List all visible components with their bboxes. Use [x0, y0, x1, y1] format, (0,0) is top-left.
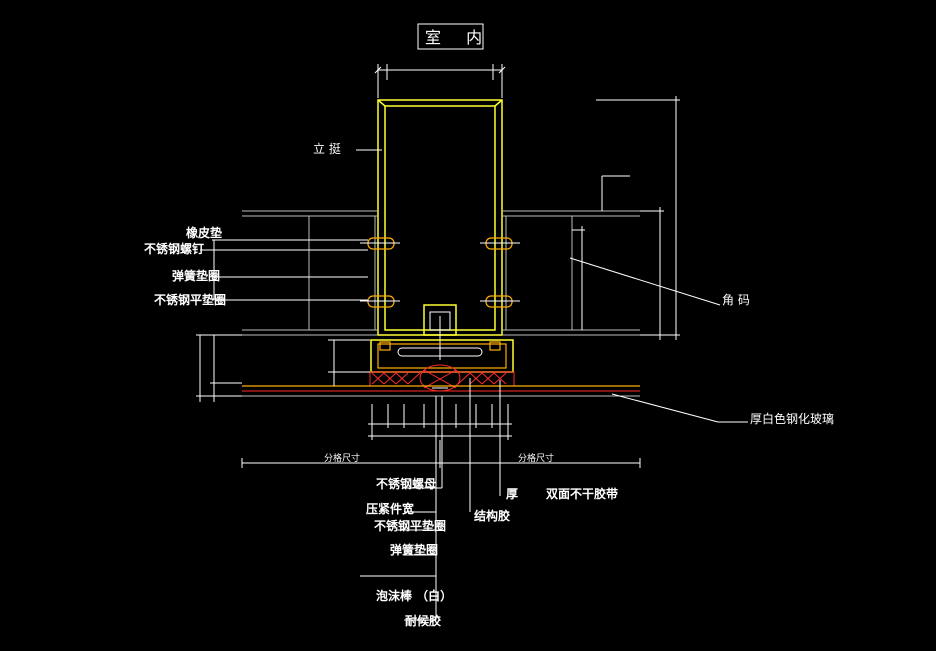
- glass-label: 厚白色钢化玻璃: [750, 411, 834, 426]
- spring-washer-label: 弹簧垫圈: [172, 268, 220, 283]
- grid-dimension-right: 分格尺寸: [518, 452, 554, 464]
- title-text: 室 内: [425, 28, 492, 47]
- leader-lines: [200, 149, 748, 621]
- ss-flat-washer-label: 不锈钢平垫圈: [154, 292, 226, 307]
- mullion-width-dimension: [374, 64, 506, 98]
- glass-panes: [242, 385, 640, 397]
- pressure-plate-label: 压紧件宽: [366, 501, 414, 516]
- ss-flat-washer-2-label: 不锈钢平垫圈: [374, 518, 446, 533]
- double-tape-label: 双面不干胶带: [546, 486, 618, 501]
- structural-sealant-label: 结构胶: [474, 508, 510, 523]
- left-angle-bracket: [242, 210, 378, 336]
- angle-bracket-label: 角 码: [722, 293, 750, 307]
- spring-washer-2-label: 弹簧垫圈: [390, 542, 438, 557]
- bolts: [360, 237, 520, 308]
- thickness-label: 厚: [506, 487, 518, 501]
- sealant-block: [369, 364, 515, 392]
- grid-dimension-left: 分格尺寸: [324, 452, 360, 464]
- pressure-plate: [370, 339, 514, 373]
- ss-nut-label: 不锈钢螺母: [376, 476, 436, 491]
- right-angle-bracket: [502, 210, 640, 336]
- rubber-pad-label: 橡皮垫: [186, 225, 222, 240]
- right-vertical-dimensions: [572, 96, 680, 340]
- mullion-profile: [377, 99, 503, 360]
- bottom-dimension-chain: [241, 404, 641, 468]
- ss-screw-label: 不锈钢螺钉: [144, 241, 204, 256]
- left-vertical-dimensions: [196, 334, 370, 402]
- weather-sealant-label: 耐候胶: [405, 613, 441, 628]
- title-block: 室 内: [417, 23, 492, 50]
- foam-rod-label: 泡沫棒 （白）: [376, 588, 452, 603]
- mullion-label: 立 挺: [313, 141, 341, 156]
